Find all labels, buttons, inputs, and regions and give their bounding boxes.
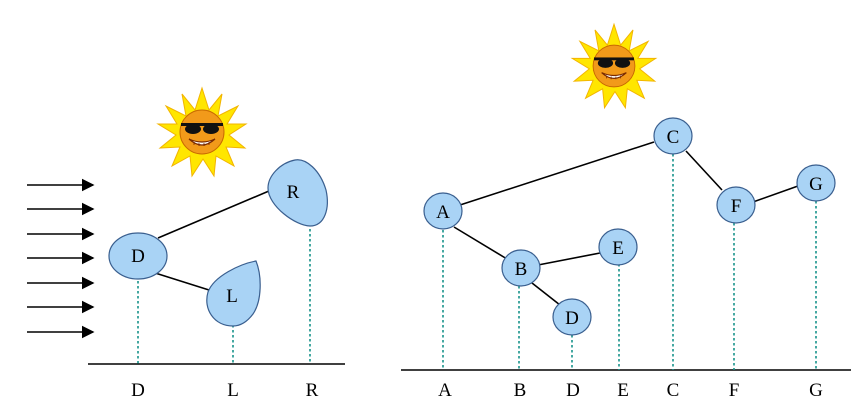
axis-label-b: B xyxy=(514,380,527,401)
axis-label-a: A xyxy=(438,380,452,401)
right-sun-icon xyxy=(571,23,657,109)
node-label: L xyxy=(226,286,238,307)
node-shape xyxy=(108,232,168,280)
node-label: G xyxy=(809,174,823,195)
axis-label-c: C xyxy=(667,380,680,401)
node-label: R xyxy=(287,182,300,203)
node-label: D xyxy=(131,246,145,267)
axis-label-l: L xyxy=(227,380,239,401)
left-node-d: D xyxy=(108,232,168,280)
node-shape xyxy=(552,298,592,336)
left-edges xyxy=(151,187,277,291)
axis-label-f: F xyxy=(729,380,740,401)
right-node-f: F xyxy=(716,186,756,224)
edge-b-e xyxy=(537,252,601,266)
left-sun-icon xyxy=(157,87,247,177)
node-label: F xyxy=(731,196,742,217)
axis-label-d: D xyxy=(131,380,145,401)
left-drop-lines xyxy=(137,224,311,364)
light-arrows xyxy=(27,178,95,339)
axis-label-e: E xyxy=(617,380,629,401)
node-shape xyxy=(796,164,836,202)
right-node-b: B xyxy=(501,249,541,287)
right-node-d: D xyxy=(552,298,592,336)
right-edges xyxy=(453,141,799,306)
node-label: E xyxy=(612,238,624,259)
node-shape xyxy=(716,186,756,224)
node-shape xyxy=(653,117,693,155)
node-shape xyxy=(423,192,463,230)
axis-label-d: D xyxy=(566,380,580,401)
edge-d-l xyxy=(151,271,210,291)
right-node-a: A xyxy=(423,192,463,230)
right-node-c: C xyxy=(653,117,693,155)
edge-b-d xyxy=(531,282,561,306)
edge-a-c xyxy=(459,141,655,206)
axis-label-g: G xyxy=(809,380,823,401)
edge-a-b xyxy=(453,226,508,260)
edge-c-f xyxy=(685,150,723,191)
edge-f-g xyxy=(752,185,799,203)
left-node-l: L xyxy=(206,260,261,327)
node-label: D xyxy=(565,308,579,329)
left-node-r: R xyxy=(267,159,328,227)
right-node-g: G xyxy=(796,164,836,202)
edge-d-r xyxy=(157,187,277,239)
right-node-e: E xyxy=(598,228,638,266)
node-label: B xyxy=(515,259,528,280)
right-axis-labels: A B D E C F G xyxy=(438,380,823,401)
node-label: C xyxy=(667,127,680,148)
node-shape xyxy=(267,159,328,227)
node-label: A xyxy=(436,202,450,223)
node-shape xyxy=(598,228,638,266)
axis-label-r: R xyxy=(306,380,319,401)
right-drop-lines xyxy=(442,154,817,370)
node-shape xyxy=(206,260,261,327)
left-axis-labels: D L R xyxy=(131,380,319,401)
node-shape xyxy=(501,249,541,287)
